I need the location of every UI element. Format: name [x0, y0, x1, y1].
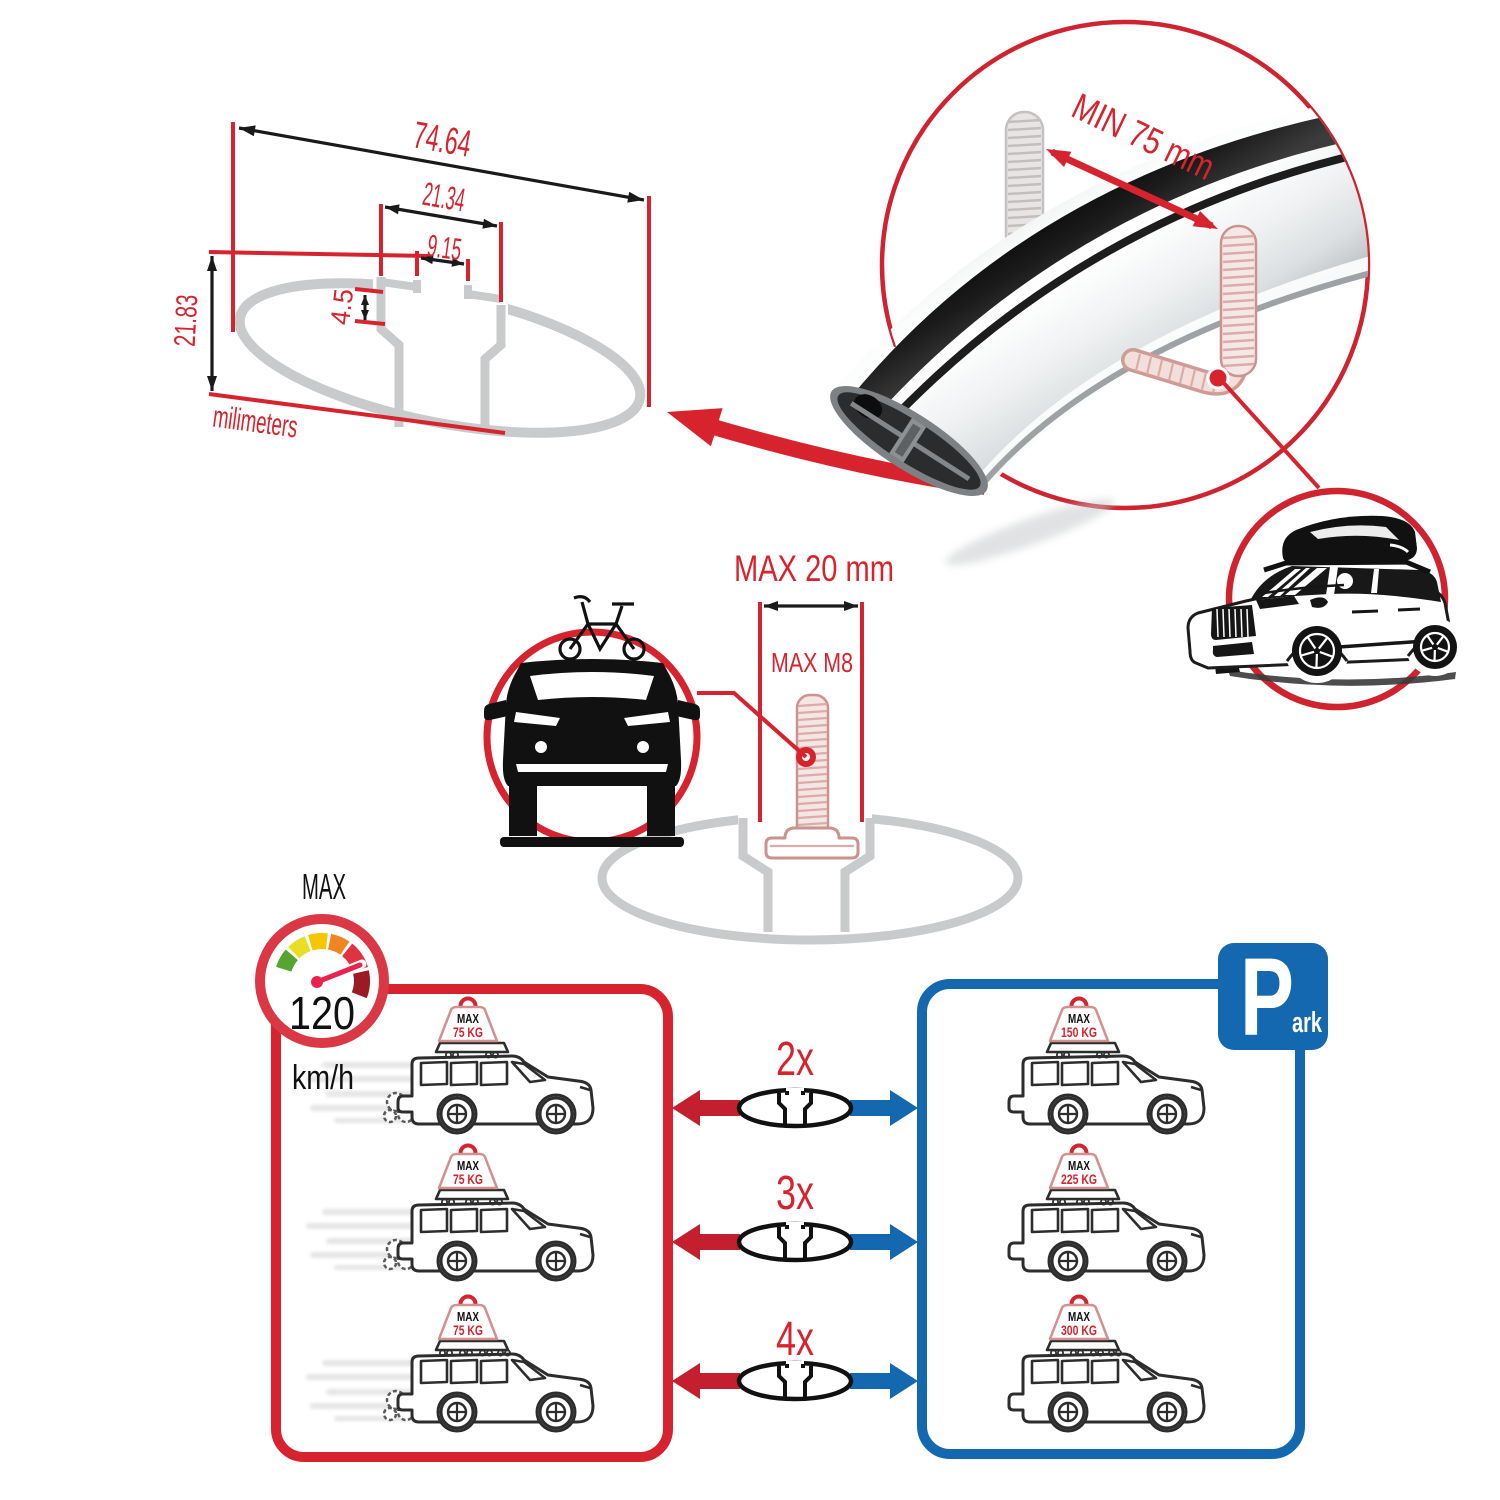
- svg-text:MAX: MAX: [1068, 1012, 1091, 1026]
- svg-text:MAX M8: MAX M8: [771, 647, 853, 678]
- svg-text:km/h: km/h: [292, 1059, 354, 1097]
- svg-text:P: P: [1240, 936, 1294, 1059]
- svg-text:74.64: 74.64: [410, 114, 474, 165]
- svg-text:21.34: 21.34: [420, 175, 468, 219]
- svg-text:75 KG: 75 KG: [453, 1322, 483, 1338]
- svg-text:MAX: MAX: [1068, 1159, 1091, 1173]
- svg-text:150 KG: 150 KG: [1061, 1024, 1097, 1040]
- svg-text:75 KG: 75 KG: [453, 1024, 483, 1040]
- svg-text:MAX: MAX: [1068, 1310, 1091, 1324]
- svg-text:MAX 20 mm: MAX 20 mm: [734, 548, 894, 589]
- svg-text:300 KG: 300 KG: [1061, 1322, 1097, 1338]
- svg-text:MAX: MAX: [457, 1310, 480, 1324]
- svg-text:ark: ark: [1292, 1007, 1323, 1039]
- svg-text:9.15: 9.15: [425, 228, 464, 267]
- svg-text:120: 120: [289, 987, 355, 1039]
- svg-text:3x: 3x: [776, 1167, 814, 1220]
- svg-text:2x: 2x: [776, 1033, 814, 1086]
- svg-text:4.5: 4.5: [325, 287, 359, 326]
- svg-text:MAX: MAX: [457, 1012, 480, 1026]
- svg-text:4x: 4x: [776, 1313, 814, 1366]
- svg-text:MAX: MAX: [302, 866, 346, 907]
- svg-text:21.83: 21.83: [169, 294, 205, 348]
- svg-text:225 KG: 225 KG: [1061, 1171, 1097, 1187]
- svg-text:MAX: MAX: [457, 1159, 480, 1173]
- svg-text:75 KG: 75 KG: [453, 1171, 483, 1187]
